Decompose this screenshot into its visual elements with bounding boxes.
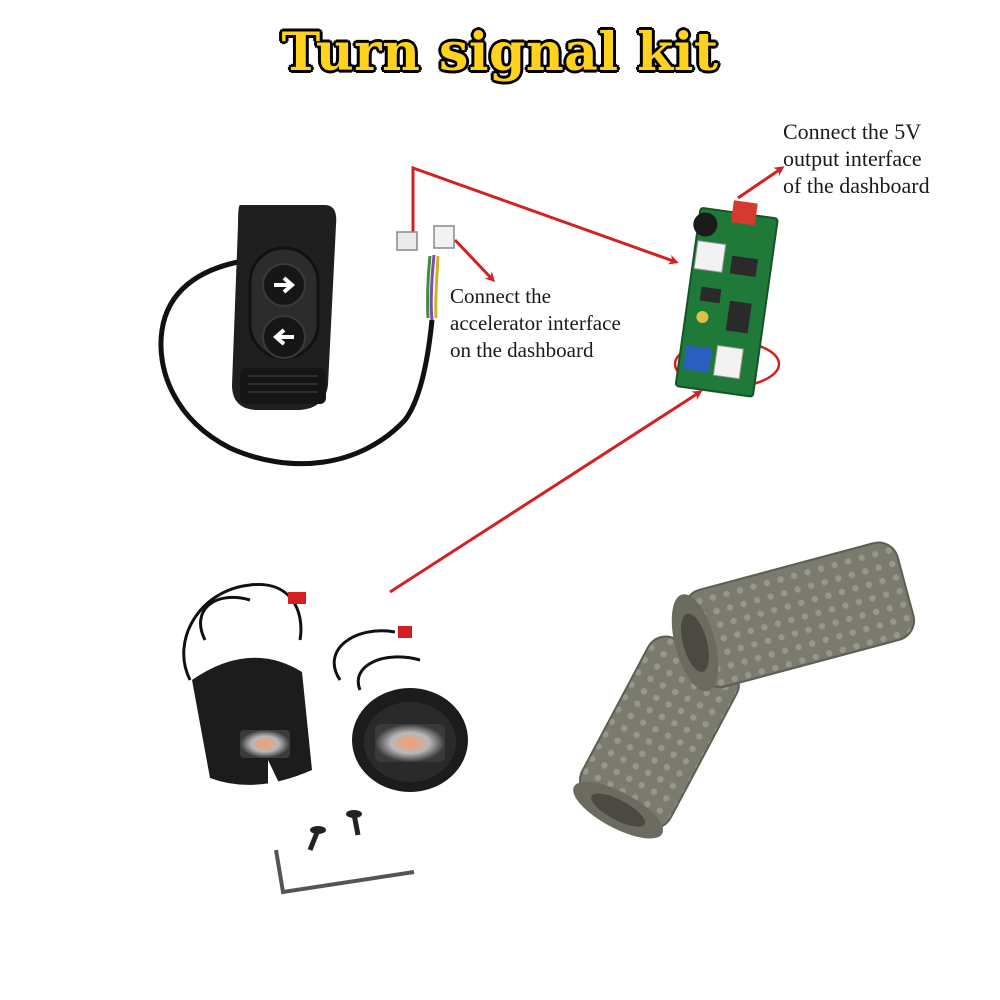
arrow-5v [737,166,785,200]
accelerator-interface-label: Connect the accelerator interface on the… [450,283,621,364]
label-line: Connect the 5V [783,119,922,144]
arrow-accelerator [453,238,496,283]
label-line: Connect the [450,284,551,308]
controller-board-icon [674,200,779,398]
label-line: on the dashboard [450,338,594,362]
turn-light-left-icon [182,582,312,785]
label-line: of the dashboard [783,173,930,198]
turn-light-right-icon [332,626,468,792]
title: Turn signal kit [281,22,719,83]
handle-grips-icon [573,541,916,839]
label-line: output interface [783,146,922,171]
arrow-to-pcb [411,165,679,265]
hex-key-icon [274,849,415,895]
arrow-signal-lights [389,390,703,594]
label-line: accelerator interface [450,311,621,335]
screws-icon [307,810,362,851]
power-interface-label: Connect the 5V output interface of the d… [783,118,930,199]
turn-switch-icon [158,205,455,467]
